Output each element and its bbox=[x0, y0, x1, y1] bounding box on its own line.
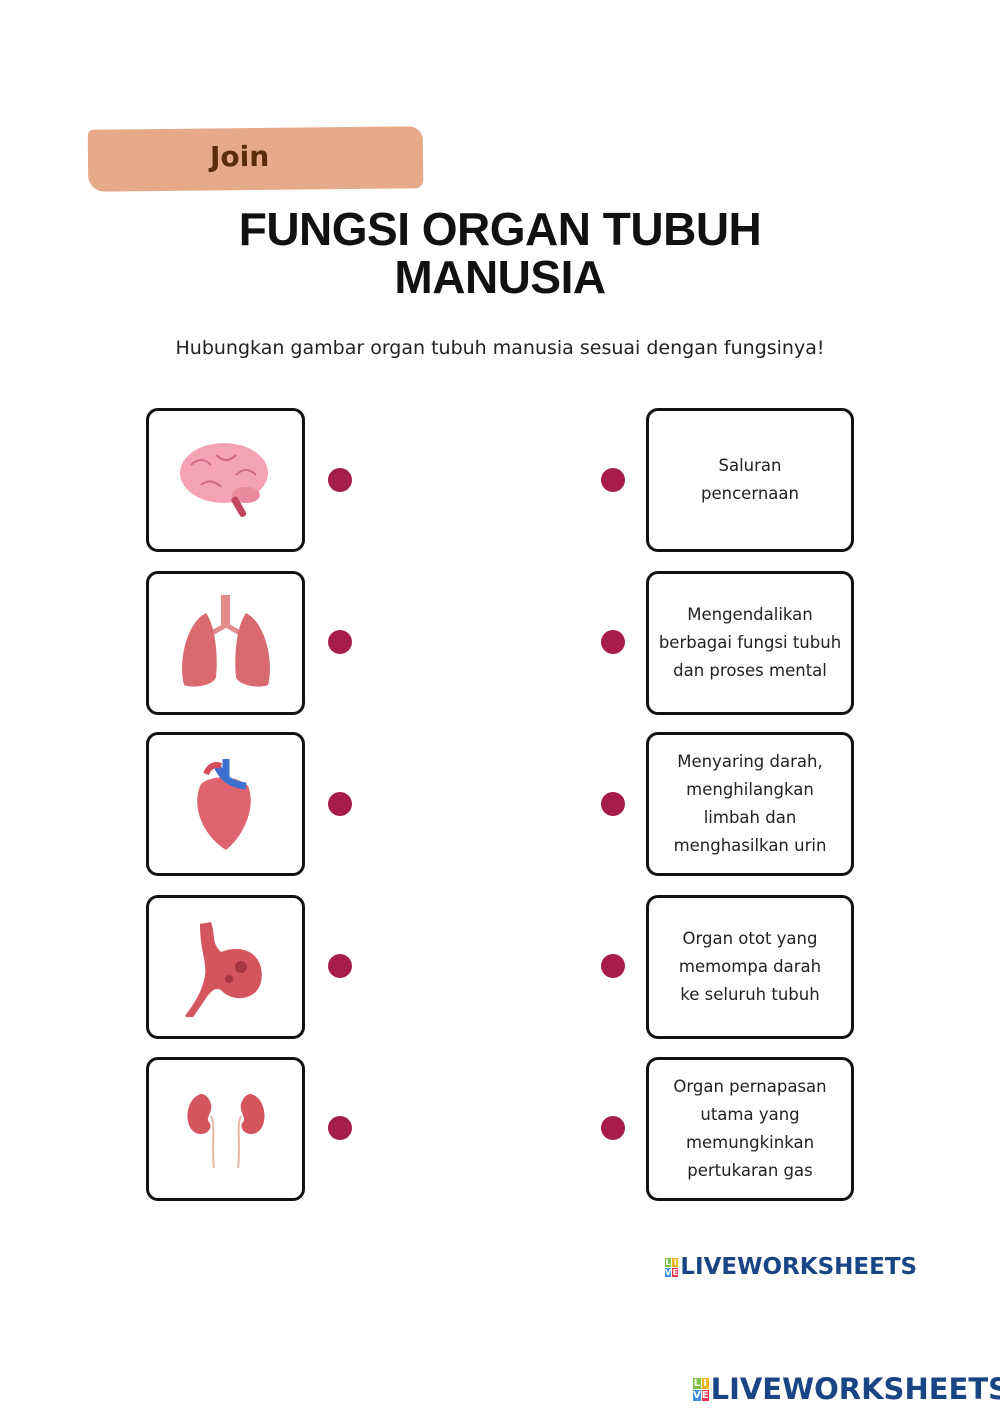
left-match-dot-1[interactable] bbox=[328, 468, 352, 492]
stomach-icon bbox=[184, 922, 262, 1017]
function-card-3: Menyaring darah, menghilangkan limbah da… bbox=[646, 732, 854, 876]
join-label: Join bbox=[209, 139, 270, 174]
organ-card-heart bbox=[146, 732, 305, 876]
join-tag: Join bbox=[87, 126, 424, 192]
brain-icon bbox=[179, 443, 268, 518]
logo-text: LIVEWORKSHEETS bbox=[680, 1254, 918, 1280]
left-match-dot-5[interactable] bbox=[328, 1116, 352, 1140]
left-match-dot-2[interactable] bbox=[328, 630, 352, 654]
function-card-1: Saluran pencernaan bbox=[646, 408, 854, 552]
kidneys-icon bbox=[187, 1094, 264, 1169]
organ-card-brain bbox=[146, 408, 305, 552]
instruction-text: Hubungkan gambar organ tubuh manusia ses… bbox=[175, 337, 825, 359]
function-card-4: Organ otot yang memompa darah ke seluruh… bbox=[646, 895, 854, 1039]
right-match-dot-5[interactable] bbox=[601, 1116, 625, 1140]
right-match-dot-3[interactable] bbox=[601, 792, 625, 816]
organ-card-stomach bbox=[146, 895, 305, 1039]
right-match-dot-4[interactable] bbox=[601, 954, 625, 978]
function-card-2: Mengendalikan berbagai fungsi tubuh dan … bbox=[646, 571, 854, 715]
right-match-dot-1[interactable] bbox=[601, 468, 625, 492]
logo-text: LIVEWORKSHEETS bbox=[710, 1372, 1000, 1406]
organ-card-lungs bbox=[146, 571, 305, 715]
function-card-5: Organ pernapasan utama yang memungkinkan… bbox=[646, 1057, 854, 1201]
left-match-dot-4[interactable] bbox=[328, 954, 352, 978]
right-match-dot-2[interactable] bbox=[601, 630, 625, 654]
left-match-dot-3[interactable] bbox=[328, 792, 352, 816]
heart-icon bbox=[196, 759, 251, 850]
organ-card-kidneys bbox=[146, 1057, 305, 1201]
lungs-icon bbox=[181, 595, 270, 687]
